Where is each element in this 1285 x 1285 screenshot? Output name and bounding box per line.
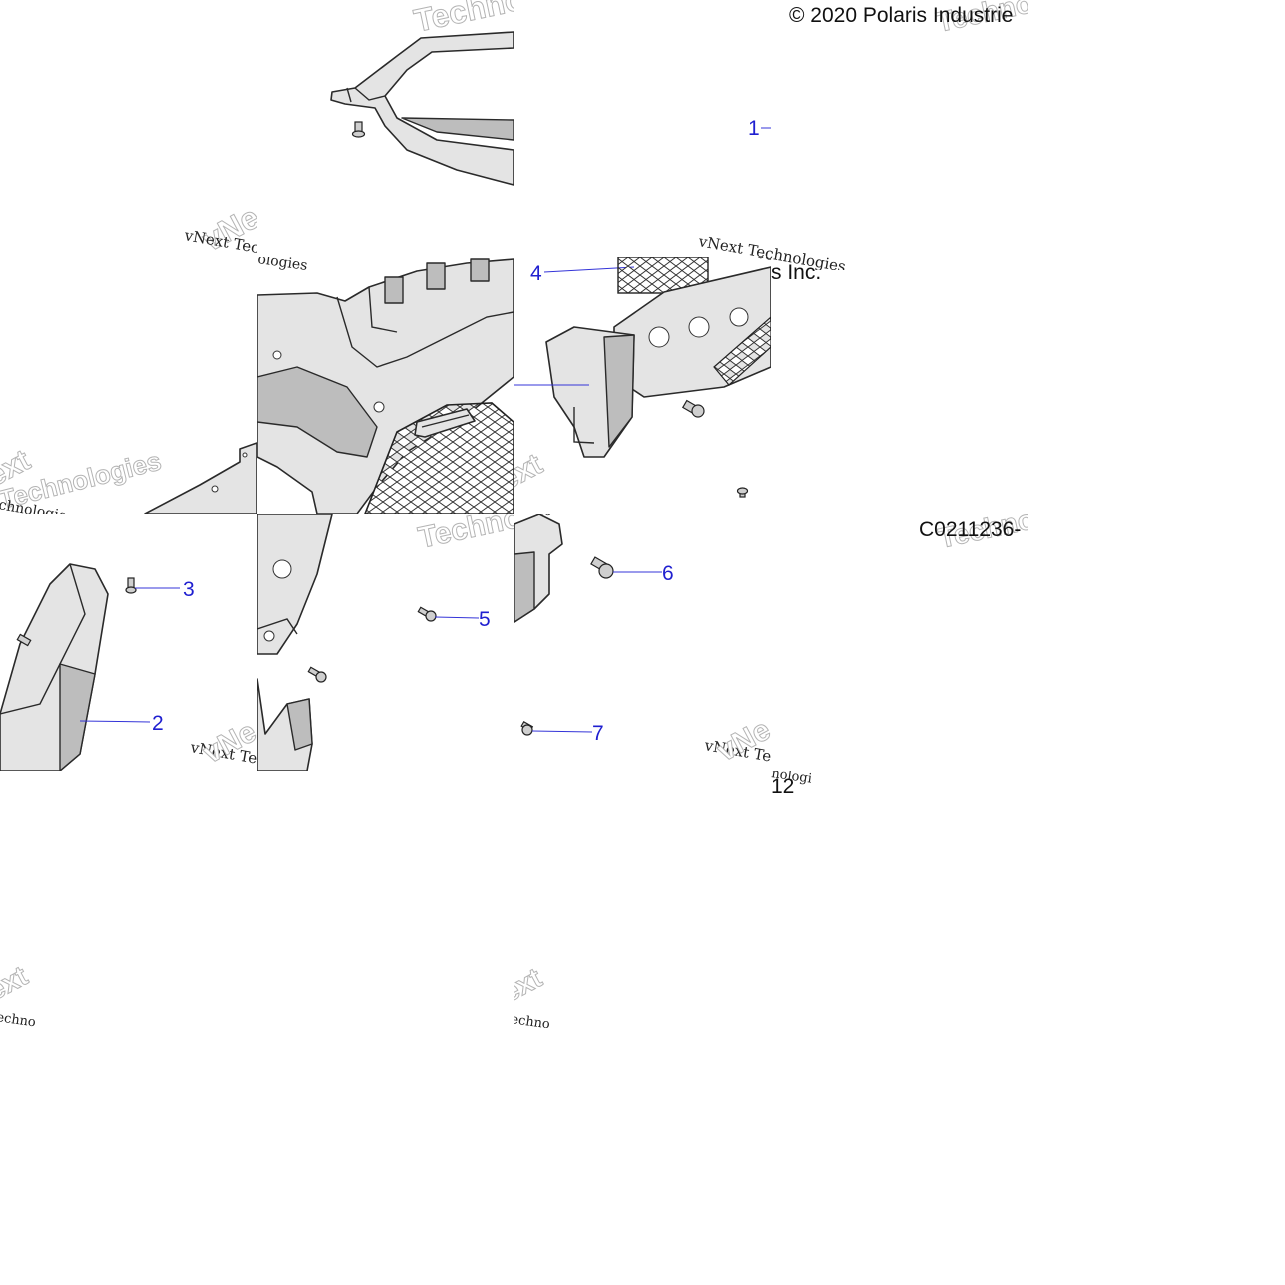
tile-copyright: Techno © 2020 Polaris Industrie: [771, 0, 1028, 257]
tile-callout-1: 1: [514, 0, 771, 257]
page-fragment-text: 12: [771, 775, 794, 798]
tile-diagram-code: Techno C0211236-: [771, 514, 1028, 771]
tile-page-fragment: 12 nologies: [771, 771, 811, 801]
screw-icon: [307, 666, 327, 683]
bumper-left-flange: [144, 442, 257, 514]
screw-icon: [736, 487, 749, 498]
watermark-text: echno: [514, 514, 553, 519]
tile-top-left-bumper: Techno: [257, 0, 514, 257]
tile-watermark-a: vNe vNext Tec: [0, 0, 257, 257]
callout-4-label: 4: [530, 262, 542, 285]
watermark-text: echno: [0, 1010, 35, 1028]
tile-callout-4: 4 vNext Technologies ext: [514, 257, 771, 514]
copyright-tail-text: s Inc.: [771, 261, 821, 284]
callout-1-label: 1: [748, 117, 760, 140]
front-bumper-upper-bracket: [330, 31, 514, 186]
watermark-text: ext: [0, 960, 33, 1006]
callout-7-label: 7: [592, 722, 604, 745]
callout-6-label: 6: [662, 562, 674, 585]
bolt-icon: [590, 556, 614, 579]
callout-5-label: 5: [479, 608, 491, 631]
diagram-code-text: C0211236-: [919, 518, 1021, 541]
side-trim-cover: [0, 563, 109, 771]
tile-callout-5: Technologies 5: [257, 514, 514, 771]
watermark-text: Techno: [411, 0, 514, 39]
watermark-text: ext: [514, 962, 547, 1008]
tile-copyright-tail: s Inc.: [771, 257, 1028, 514]
bolt-icon: [681, 399, 705, 418]
watermark-text: ext: [514, 448, 548, 497]
watermark-text: vNext Technologies: [696, 232, 846, 270]
watermark-text: ologies: [257, 257, 308, 274]
tile-front-bumper: ologies: [257, 257, 514, 514]
tile-callouts-2-3: 3 2 vNext Tec vNe: [0, 514, 257, 771]
screw-icon: [351, 121, 366, 138]
screw-icon: [125, 577, 137, 594]
callout-3-label: 3: [183, 578, 195, 601]
front-grille-mesh: [364, 402, 514, 514]
tile-watermark-b: vNext Technologies: [696, 230, 846, 270]
copyright-text: © 2020 Polaris Industrie: [789, 4, 1013, 27]
tile-callouts-6-7: Technologies echno 6 7 vNext Tec vNe: [514, 514, 771, 771]
callout-2-label: 2: [152, 712, 164, 735]
tile-watermark-c: ext echno: [0, 771, 35, 1028]
tile-watermark-d: ext echno: [514, 771, 549, 1028]
bumper-lower-mount: [257, 514, 333, 655]
watermark-text: Technologies: [416, 514, 514, 555]
watermark-text: echno: [514, 1012, 549, 1028]
screw-icon: [417, 606, 437, 622]
screw-icon: [520, 720, 534, 736]
tile-left-edge: ext Technologies chnologies: [0, 257, 257, 514]
